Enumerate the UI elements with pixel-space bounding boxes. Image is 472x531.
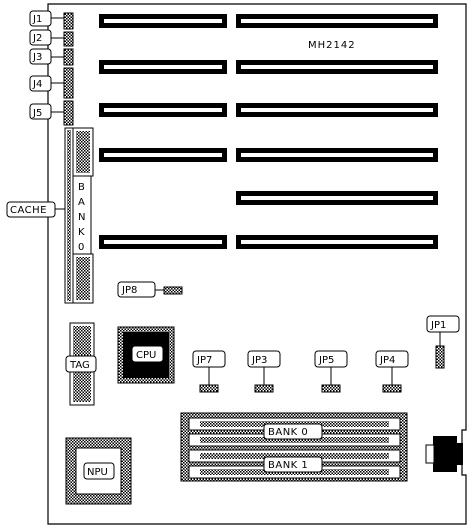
expansion-slot bbox=[99, 60, 227, 74]
cache-bank-letter: B bbox=[78, 182, 85, 193]
connector-j5: J5 bbox=[29, 103, 64, 120]
cache-bank-letter: 0 bbox=[78, 242, 84, 253]
connector-j2: J2 bbox=[29, 29, 64, 46]
expansion-slot bbox=[99, 14, 227, 28]
expansion-slot bbox=[236, 235, 438, 249]
cpu-chip: CPU bbox=[117, 326, 175, 384]
jumper-jp4: JP4 bbox=[375, 350, 409, 393]
jumper-jp4-label: JP4 bbox=[379, 355, 395, 366]
cpu-label: CPU bbox=[136, 350, 156, 361]
jumper-jp3: JP3 bbox=[247, 350, 281, 393]
tag-ram: TAG bbox=[65, 322, 97, 406]
connector-j1: J1 bbox=[29, 10, 64, 27]
expansion-slot bbox=[236, 14, 438, 28]
tag-label: TAG bbox=[69, 360, 90, 371]
memory-bank0-label: BANK 0 bbox=[268, 427, 308, 438]
expansion-slot bbox=[99, 148, 227, 162]
jumper-jp5-label: JP5 bbox=[318, 355, 334, 366]
expansion-slot bbox=[236, 191, 438, 205]
board-outline bbox=[47, 3, 467, 525]
connector-j4-label: J4 bbox=[32, 79, 42, 90]
cache-bank0: B A N K 0 bbox=[64, 127, 94, 304]
jumper-jp5: JP5 bbox=[314, 350, 348, 393]
cache-callout: CACHE bbox=[6, 201, 65, 218]
expansion-slots-left bbox=[99, 14, 227, 249]
connector-j2-label: J2 bbox=[32, 33, 42, 44]
connector-j1-label: J1 bbox=[32, 14, 42, 25]
npu-label: NPU bbox=[87, 467, 108, 478]
board-model-label: MH2142 bbox=[308, 40, 356, 51]
jumper-jp8-label: JP8 bbox=[121, 285, 137, 296]
keyboard-connector bbox=[425, 436, 463, 472]
jumper-jp7-label: JP7 bbox=[196, 355, 212, 366]
jumper-jp7: JP7 bbox=[192, 350, 226, 393]
memory-bank1-label: BANK 1 bbox=[268, 460, 308, 471]
npu-socket: NPU bbox=[65, 437, 132, 505]
expansion-slot bbox=[99, 103, 227, 117]
connector-j4: J4 bbox=[29, 75, 64, 92]
expansion-slot bbox=[236, 60, 438, 74]
expansion-slot bbox=[236, 103, 438, 117]
cache-bank-letter: K bbox=[78, 227, 85, 238]
connector-j3-label: J3 bbox=[32, 52, 42, 63]
connector-j5-label: J5 bbox=[32, 108, 42, 119]
cache-bank-letter: N bbox=[78, 212, 85, 223]
jumper-jp8: JP8 bbox=[117, 281, 183, 298]
expansion-slot bbox=[99, 235, 227, 249]
expansion-slot bbox=[236, 148, 438, 162]
memory-sockets: BANK 0 BANK 1 bbox=[180, 412, 408, 482]
expansion-slots-right bbox=[236, 14, 438, 249]
jumper-jp1: JP1 bbox=[426, 315, 460, 369]
cache-label: CACHE bbox=[10, 205, 47, 216]
connector-j3: J3 bbox=[29, 48, 64, 65]
cache-bank-letter: A bbox=[78, 197, 85, 208]
jumper-jp1-label: JP1 bbox=[430, 320, 446, 331]
simm-socket bbox=[188, 433, 401, 447]
jumper-jp3-label: JP3 bbox=[251, 355, 267, 366]
